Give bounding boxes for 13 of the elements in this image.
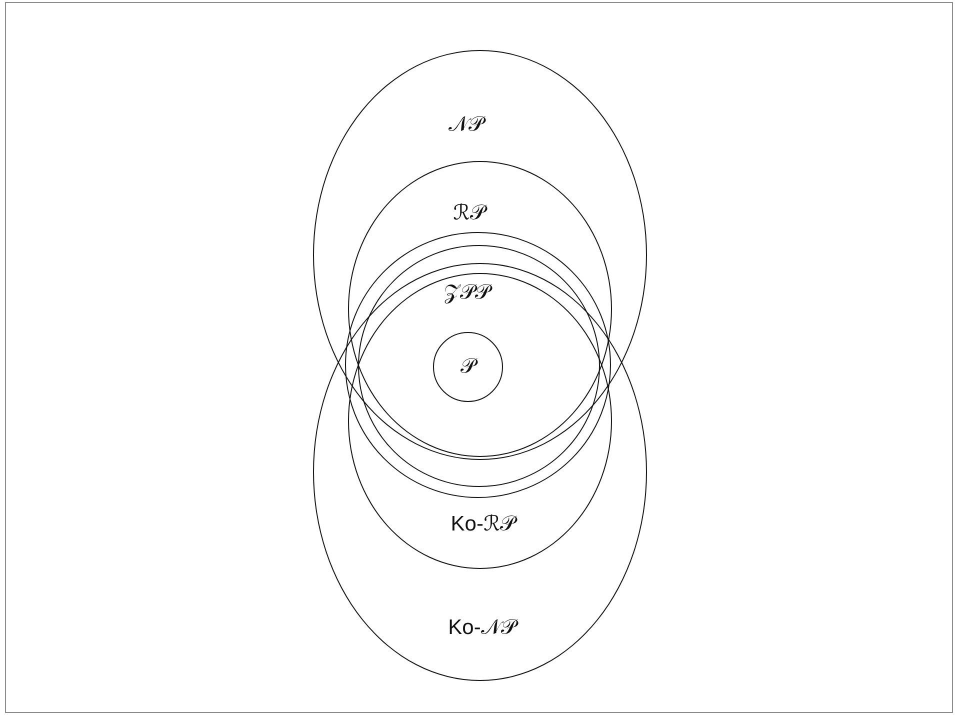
- ellipse: [348, 273, 612, 569]
- class-label: Ko-𝒩𝒫: [448, 616, 516, 640]
- class-label: Ko-ℛ𝒫: [450, 512, 516, 536]
- circle: [433, 332, 503, 402]
- class-label: ℛ𝒫: [453, 200, 485, 226]
- class-label: 𝒫: [460, 355, 476, 379]
- ellipse: [313, 263, 647, 681]
- class-label: 𝒵𝒫𝒫: [444, 281, 490, 305]
- ellipse: [348, 161, 612, 457]
- class-label: 𝒩𝒫: [448, 113, 484, 137]
- ellipse: [313, 50, 647, 460]
- circle: [345, 232, 611, 498]
- circle: [358, 245, 600, 487]
